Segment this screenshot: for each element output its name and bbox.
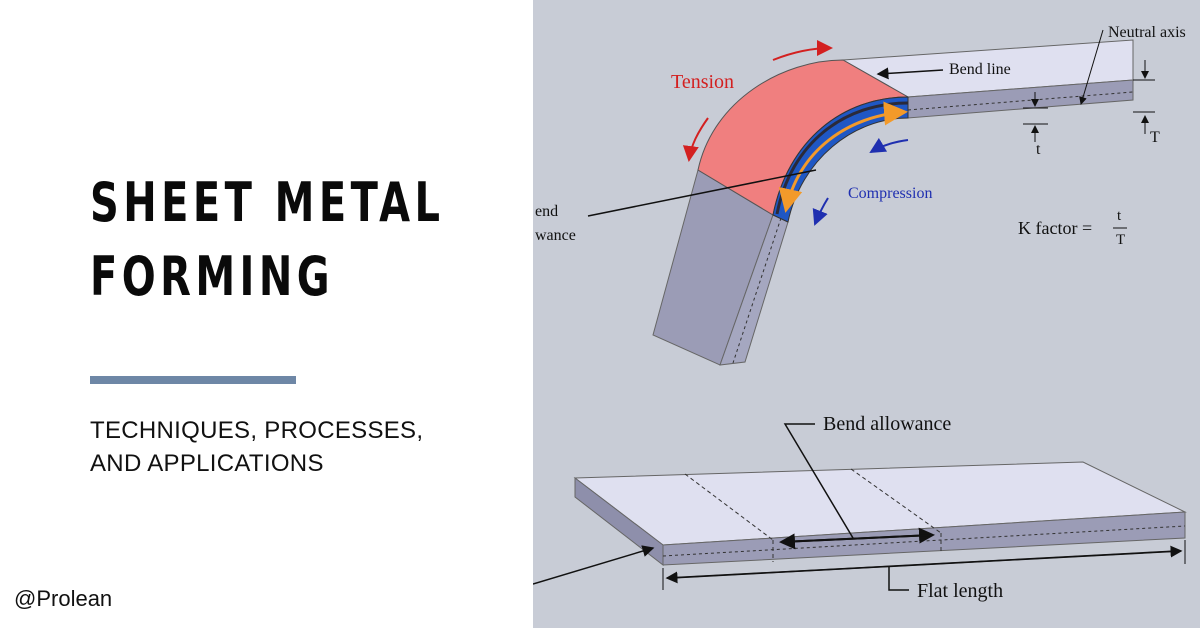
compression-arrow-right	[869, 137, 909, 154]
bend-allowance-arrow	[778, 101, 908, 213]
flat-sheet-end	[574, 476, 664, 567]
tension-arrow-top	[772, 40, 833, 61]
k-factor-numerator: t	[1117, 208, 1122, 224]
lower-neutral-axis	[732, 217, 782, 364]
bent-part: Neutral axis Bend line Tension Compressi…	[535, 24, 1186, 366]
title-line-2: FORMING	[90, 245, 334, 308]
compression-label: Compression	[848, 185, 932, 202]
bend-allowance-leader	[587, 169, 817, 217]
flat-sheet: Bend allowance Flat length	[533, 413, 1187, 602]
compression-arrow-left	[812, 197, 829, 226]
neutral-axis-line	[907, 91, 1134, 111]
flat-length-leader	[888, 566, 909, 591]
page-title: SHEET METAL FORMING	[90, 166, 445, 314]
bend-allowance-dim-rev	[779, 533, 934, 550]
bend-allowance-label-2: wance	[535, 227, 576, 244]
bend-allowance-leader-lower	[783, 423, 854, 539]
bend-allowance-label: Bend allowance	[823, 413, 951, 435]
bend-zone-boundary-left	[684, 473, 774, 541]
flat-length-dim-rev	[665, 550, 1178, 584]
subtitle: TECHNIQUES, PROCESSES, AND APPLICATIONS	[90, 414, 510, 480]
tension-arrow-left	[682, 117, 709, 162]
credit-handle: @Prolean	[14, 586, 113, 611]
t-label: t	[1036, 141, 1041, 158]
bend-zone-boundary-right	[850, 468, 942, 534]
title-line-1: SHEET METAL	[90, 171, 445, 234]
k-factor-label: K factor =	[1018, 218, 1092, 238]
bend-diagram: Neutral axis Bend line Tension Compressi…	[533, 24, 1187, 602]
T-label: T	[1150, 129, 1160, 146]
neutral-axis-leader	[1079, 29, 1104, 105]
left-edge-leader	[533, 545, 655, 585]
k-factor-denominator: T	[1116, 232, 1125, 248]
diagram-panel: Neutral axis Bend line Tension Compressi…	[533, 0, 1200, 628]
neutral-axis-label: Neutral axis	[1108, 24, 1186, 41]
bend-line-leader	[876, 67, 944, 80]
tension-label: Tension	[671, 71, 734, 93]
subtitle-line-2: AND APPLICATIONS	[90, 450, 324, 477]
accent-divider	[90, 376, 296, 384]
left-panel: SHEET METAL FORMING TECHNIQUES, PROCESSE…	[0, 0, 533, 628]
bend-line-label: Bend line	[949, 61, 1011, 78]
subtitle-line-1: TECHNIQUES, PROCESSES,	[90, 417, 424, 444]
flat-length-label: Flat length	[917, 580, 1003, 602]
bend-allowance-label-1: end	[535, 203, 558, 220]
